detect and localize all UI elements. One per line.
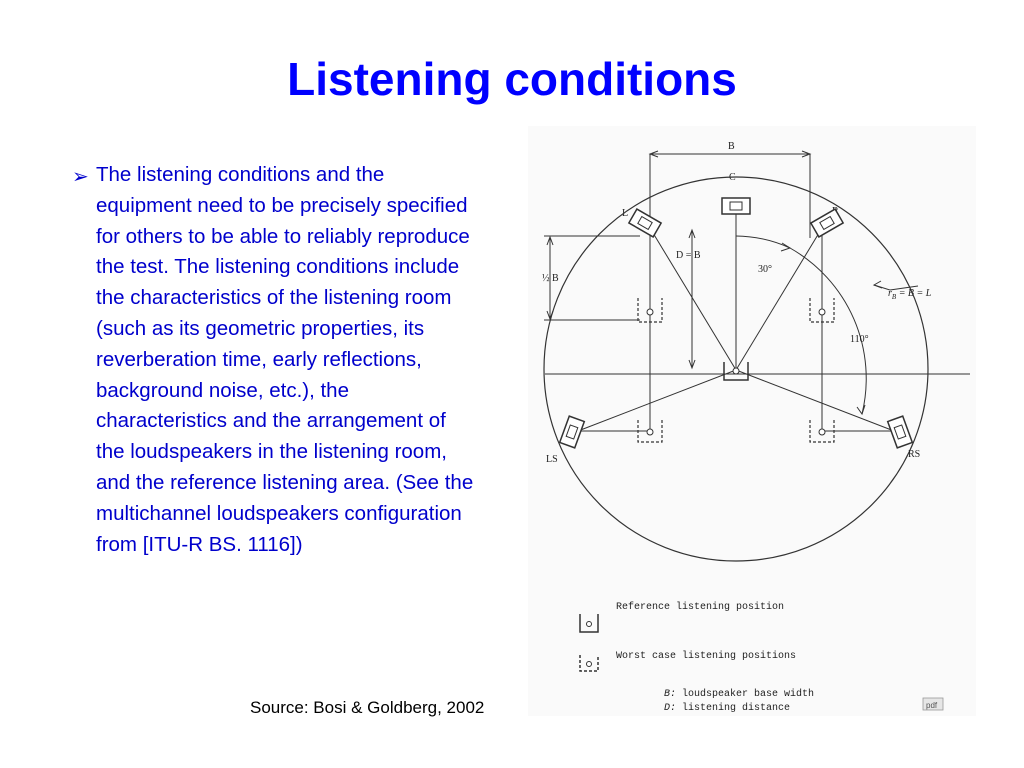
legend-worst-text: Worst case listening positions (616, 650, 796, 662)
legend-d-desc: listening distance (682, 702, 790, 714)
worst-case-positions (637, 298, 835, 443)
arrow-bullet-icon: ➢ (72, 166, 89, 188)
speaker-r (809, 208, 845, 238)
legend-d-key: D: (664, 703, 676, 714)
diagram-background (528, 126, 976, 716)
label-half-B: ½ B (542, 273, 559, 284)
legend-reference-text: Reference listening position (616, 601, 784, 613)
label-radius: rB = B = L (888, 288, 932, 301)
distance-dimension (688, 228, 696, 370)
speaker-ls (558, 415, 586, 449)
arc-110 (789, 247, 867, 415)
slide-title: Listening conditions (287, 53, 737, 105)
speaker-l (627, 208, 663, 238)
label-110-degrees: 110° (850, 334, 869, 345)
speaker-rs (886, 415, 914, 449)
worst-case-centres (646, 308, 826, 436)
speaker-lines (577, 214, 895, 432)
arc-30 (735, 235, 791, 249)
label-B: B (728, 141, 735, 152)
bullet-paragraph: The listening conditions and the equipme… (84, 160, 476, 560)
legend: Reference listening position Worst case … (579, 601, 944, 714)
speaker-c (721, 197, 751, 215)
label-L: L (622, 208, 628, 219)
label-30-degrees: 30° (758, 264, 772, 275)
label-RS: RS (908, 449, 920, 460)
legend-b-desc: loudspeaker base width (682, 688, 814, 700)
source-citation: Source: Bosi & Goldberg, 2002 (250, 698, 485, 717)
loudspeaker-configuration-diagram: B C L R ½ B D = B 30° 110° (528, 126, 976, 716)
half-base-dimension (544, 235, 640, 321)
legend-b-key: B: (664, 689, 676, 700)
label-LS: LS (546, 454, 558, 465)
listening-circle (543, 176, 929, 562)
pdf-mark: pdf (926, 701, 938, 710)
label-D: D = B (676, 250, 701, 261)
reference-position (723, 362, 749, 381)
bullet-text: The listening conditions and the equipme… (96, 163, 474, 556)
